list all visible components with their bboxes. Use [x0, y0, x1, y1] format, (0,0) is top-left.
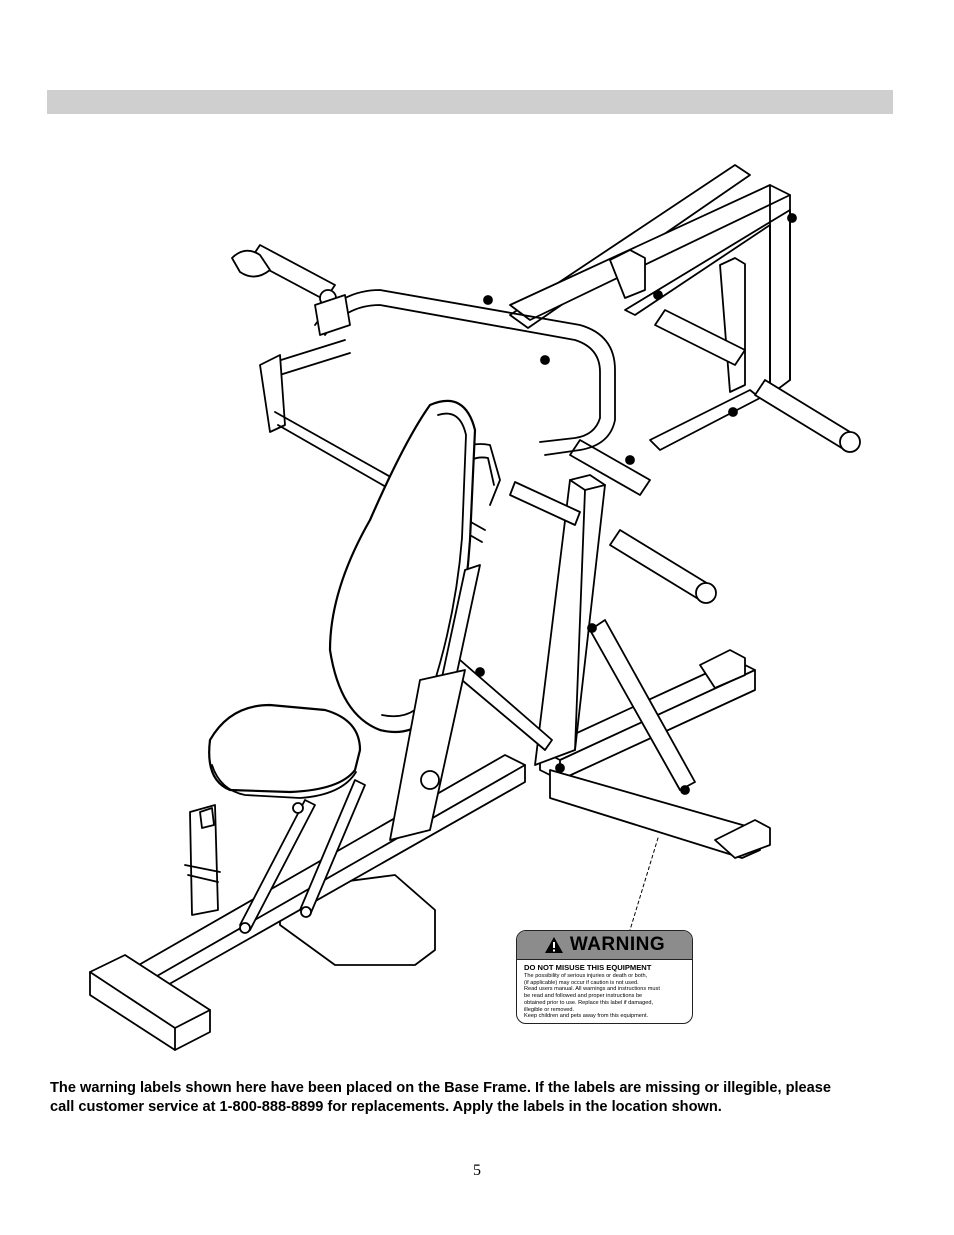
section-header-bar [47, 90, 893, 114]
warning-labels-note: The warning labels shown here have been … [50, 1079, 910, 1117]
warning-label-heading: WARNING [569, 934, 666, 955]
warning-label-subheading: DO NOT MISUSE THIS EQUIPMENT [524, 963, 652, 972]
warning-label-line: The possibility of serious injuries or d… [524, 973, 648, 979]
warning-label-line: illegible or removed. [524, 1006, 575, 1013]
warning-label-line: be read and followed and proper instruct… [524, 993, 643, 1000]
note-line-1: The warning labels shown here have been … [50, 1080, 832, 1096]
warning-label-header: WARNING [517, 931, 692, 960]
warning-label: WARNING DO NOT MISUSE THIS EQUIPMENT The… [516, 930, 693, 1024]
exercise-machine-illustration [70, 150, 900, 1060]
note-line-2: call customer service at 1-800-888-8899 … [50, 1099, 722, 1115]
warning-label-line: Read users manual. All warnings and inst… [524, 986, 660, 993]
warning-label-line: Keep children and pets away from this eq… [524, 1013, 649, 1020]
warning-label-body: The possibility of serious injuries or d… [517, 973, 692, 1020]
page-number: 5 [473, 1162, 481, 1179]
warning-triangle-icon [544, 937, 563, 953]
warning-label-line: (if applicable) may occur if caution is … [524, 979, 639, 986]
warning-label-line: obtained prior to use. Replace this labe… [524, 999, 654, 1006]
